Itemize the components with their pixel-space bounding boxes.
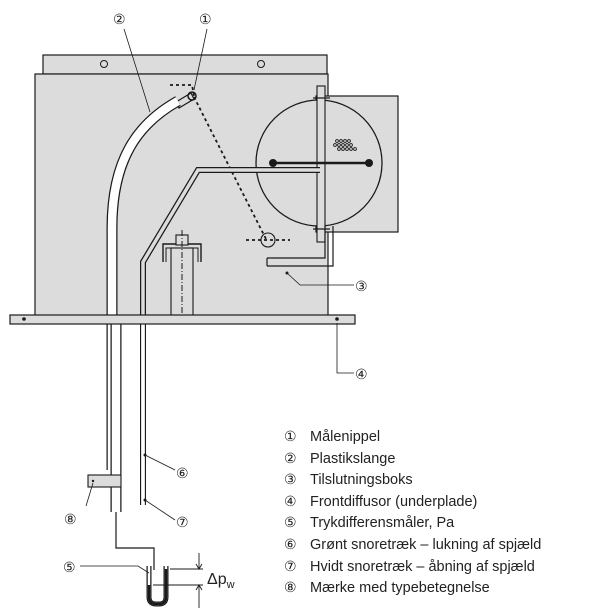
flange-hole-left	[100, 60, 108, 68]
leader-3	[286, 272, 354, 286]
plate-hole-right	[335, 317, 339, 321]
legend-text: Målenippel	[310, 429, 381, 445]
legend-number: ⑥	[284, 535, 297, 552]
l-bracket-inner	[267, 226, 334, 267]
top-flange	[42, 54, 328, 75]
hose-to-manometer	[115, 512, 155, 570]
shaft-end-right	[365, 159, 373, 167]
callout-6: ⑥	[176, 465, 189, 481]
legend-number: ⑤	[284, 514, 297, 531]
callout-4: ④	[355, 366, 368, 382]
legend-item: ⑥ Grønt snoretræk – lukning af spjæld	[284, 534, 611, 556]
legend: ① Målenippel ② Plastikslange ③ Tilslutningsbo…	[284, 426, 611, 599]
callout-8: ⑧	[64, 511, 77, 527]
legend-number: ①	[284, 428, 297, 444]
front-diffuser-plate	[9, 314, 356, 325]
legend-number: ⑦	[284, 557, 297, 574]
legend-number: ④	[284, 492, 297, 509]
leader-8	[85, 482, 94, 507]
flange-hole-right	[257, 60, 265, 68]
legend-text: Tilslutningsboks	[310, 472, 413, 489]
legend-item: ⑧ Mærke med typebetegnelse	[284, 577, 611, 599]
leader-2	[123, 28, 151, 113]
legend-text: Grønt snoretræk – lukning af spjæld	[310, 536, 542, 553]
legend-item: ④ Frontdiffusor (underplade)	[284, 491, 611, 513]
plastic-hose-inner	[107, 97, 181, 470]
legend-text: Hvidt snoretræk – åbning af spjæld	[310, 558, 535, 575]
l-bracket	[267, 226, 326, 259]
legend-number: ⑧	[284, 579, 297, 596]
callout-2: ②	[113, 11, 126, 27]
callout-1: ①	[199, 11, 212, 27]
leader-6	[144, 454, 176, 471]
legend-number: ③	[284, 471, 297, 488]
legend-item: ⑦ Hvidt snoretræk – åbning af spjæld	[284, 556, 611, 578]
callout-3: ③	[355, 278, 368, 294]
damper-perforations	[333, 139, 357, 151]
pressure-diff-label: Δpw	[207, 571, 235, 591]
legend-item: ① Målenippel	[284, 426, 611, 448]
nipple-dashed-top	[170, 84, 195, 97]
leader-4	[336, 323, 354, 374]
legend-item: ② Plastikslange	[284, 448, 611, 470]
type-label-marker	[87, 474, 122, 488]
plate-hole-left	[22, 317, 26, 321]
legend-text: Plastikslange	[310, 450, 396, 467]
leader-7	[144, 499, 176, 521]
legend-item: ⑤ Trykdifferensmåler, Pa	[284, 512, 611, 534]
shaft-end-left	[269, 159, 277, 167]
callout-7: ⑦	[176, 514, 189, 530]
legend-text: Trykdifferensmåler, Pa	[310, 515, 455, 532]
legend-text: Mærke med typebetegnelse	[310, 580, 490, 597]
callout-5: ⑤	[63, 559, 76, 575]
legend-text: Frontdiffusor (underplade)	[310, 493, 478, 510]
leader-1	[193, 28, 208, 91]
legend-number: ②	[284, 449, 297, 466]
legend-item: ③ Tilslutningsboks	[284, 469, 611, 491]
leader-5	[80, 565, 150, 574]
u-tube-manometer	[146, 566, 169, 607]
